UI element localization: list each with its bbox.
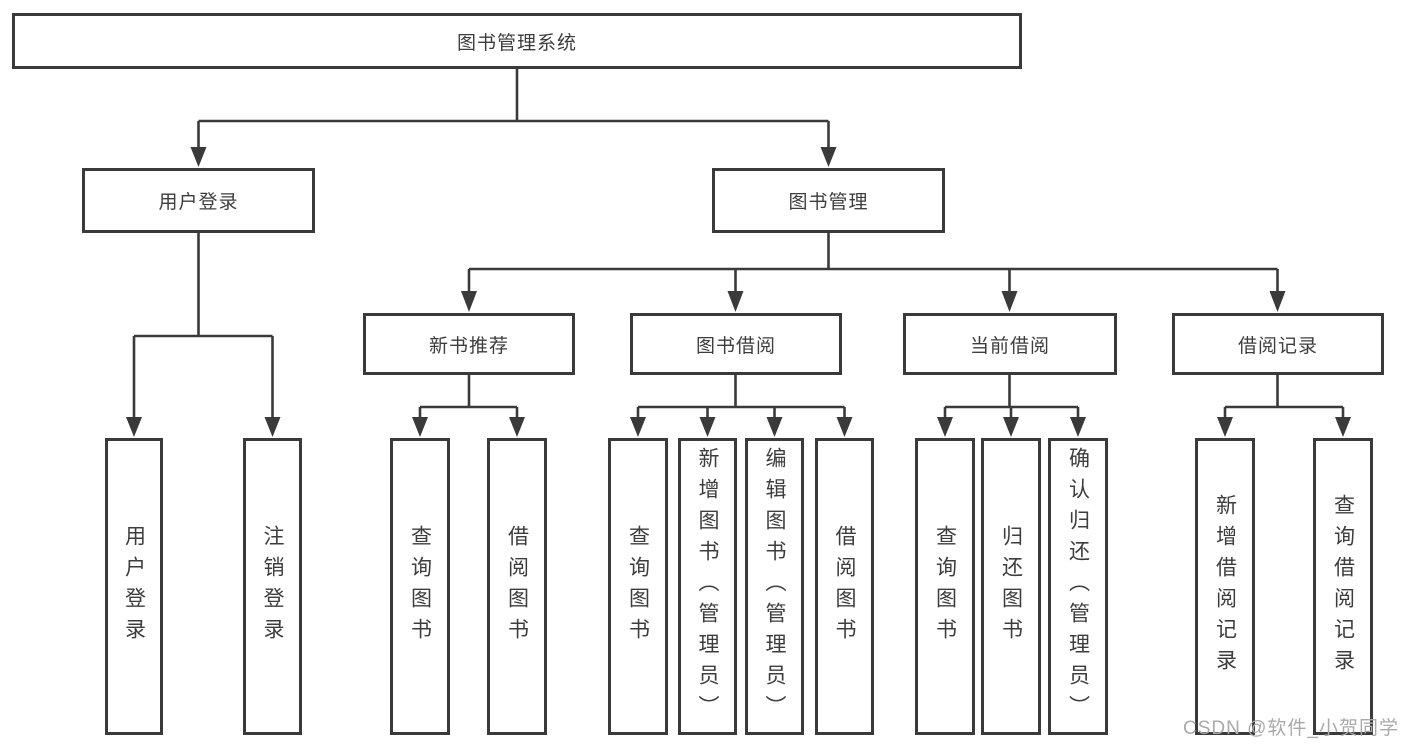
arrowhead [766,417,783,437]
arrowhead [1070,417,1086,437]
node-label: 查询图书 [408,524,432,649]
leaf-add-borrow-record: 新增借阅记录 [1195,438,1255,735]
arrowhead [190,147,207,167]
node-label: 图书管理 [788,192,869,213]
leaf-add-books-admin: 新增图书（管理员） [678,438,737,735]
connector-current-to-leaves [937,375,1086,437]
connector-root-to-level2 [190,68,837,167]
connector-records-to-leaves [1217,375,1351,437]
arrowhead [412,417,428,437]
arrowhead [509,417,525,437]
arrowhead [1003,417,1019,437]
leaf-query-books-borrow: 查询图书 [608,438,668,735]
node-label: 借阅图书 [505,524,529,649]
node-label: 新增图书（管理员） [696,447,719,726]
arrowhead [699,417,716,437]
node-label: 借阅图书 [833,524,856,649]
node-label: 新增借阅记录 [1213,493,1237,680]
node-label: 用户登录 [122,524,146,649]
connector-manage-to-level3 [461,233,1286,312]
arrowhead [1217,417,1233,437]
node-label: 查询借阅记录 [1331,493,1355,680]
node-label: 当前借阅 [969,335,1050,357]
leaf-query-books-current: 查询图书 [915,438,975,735]
leaf-borrow-books-recommend: 借阅图书 [487,438,547,735]
arrowhead [727,291,744,312]
csdn-watermark: CSDN @软件_小贺同学 [1183,718,1399,739]
connector-login-to-leaves [126,233,281,437]
leaf-borrow-books: 借阅图书 [815,438,874,735]
node-label: 查询图书 [626,524,650,649]
arrowhead [126,417,142,437]
arrowhead [264,417,281,437]
node-label: 借阅记录 [1237,335,1318,357]
arrowhead [820,147,837,167]
node-label: 编辑图书（管理员） [763,447,786,726]
node-label: 查询图书 [933,524,957,649]
leaf-logout: 注销登录 [243,438,302,735]
node-label: 归还图书 [999,524,1023,649]
node-user-login: 用户登录 [82,168,315,233]
leaf-edit-books-admin: 编辑图书（管理员） [745,438,804,735]
node-book-manage: 图书管理 [712,168,945,233]
leaf-query-borrow-record: 查询借阅记录 [1313,438,1373,735]
node-label: 新书推荐 [428,335,509,357]
arrowhead [836,417,853,437]
node-label: 图书借阅 [695,335,776,357]
leaf-query-books-recommend: 查询图书 [390,438,450,735]
arrowhead [630,417,646,437]
leaf-return-books: 归还图书 [981,438,1041,735]
node-label: 确认归还（管理员） [1066,447,1090,726]
arrowhead [1335,417,1351,437]
node-label: 图书管理系统 [456,32,577,54]
node-new-book-recommend: 新书推荐 [363,313,575,375]
node-borrow-records: 借阅记录 [1172,313,1384,375]
node-root-system: 图书管理系统 [12,13,1022,69]
arrowhead [937,417,953,437]
node-label: 用户登录 [158,192,239,213]
arrowhead [1001,291,1018,312]
leaf-user-login: 用户登录 [105,438,163,735]
arrowhead [461,291,477,312]
node-book-borrow: 图书借阅 [630,313,842,375]
arrowhead [1269,291,1286,312]
node-label: 注销登录 [261,524,284,649]
node-current-borrow: 当前借阅 [903,313,1117,375]
leaf-confirm-return-admin: 确认归还（管理员） [1048,438,1108,735]
connector-recommend-to-leaves [412,375,525,437]
connector-borrow-to-leaves [630,375,853,437]
